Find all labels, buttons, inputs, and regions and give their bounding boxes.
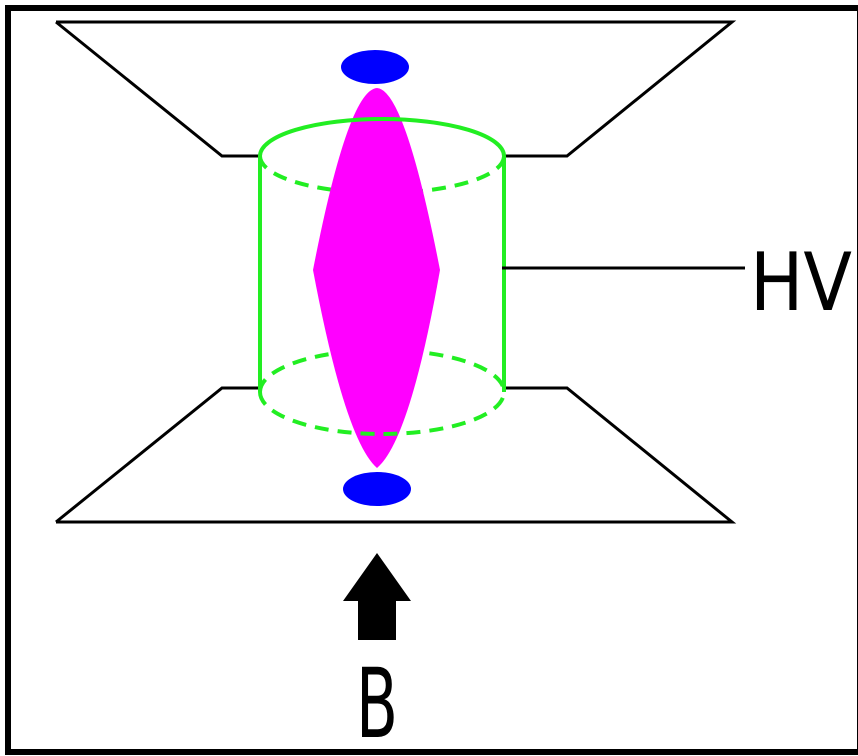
lower-electrode bbox=[56, 386, 737, 524]
lower-electrode-left bbox=[55, 386, 260, 524]
lower-end-cap bbox=[343, 472, 411, 506]
hv-label: HV bbox=[750, 236, 852, 329]
plasma-column bbox=[313, 88, 440, 468]
upper-end-cap bbox=[341, 50, 409, 84]
cylinder-bottom-back-rim bbox=[258, 348, 506, 393]
cylinder-bottom-front-rim bbox=[258, 391, 506, 436]
diagram-frame bbox=[5, 5, 858, 755]
upper-electrode-left bbox=[55, 20, 260, 158]
upper-electrode bbox=[56, 20, 737, 158]
cylinder-top-front-rim bbox=[258, 117, 506, 157]
field-arrow bbox=[343, 553, 411, 640]
field-label: B bbox=[356, 648, 398, 756]
